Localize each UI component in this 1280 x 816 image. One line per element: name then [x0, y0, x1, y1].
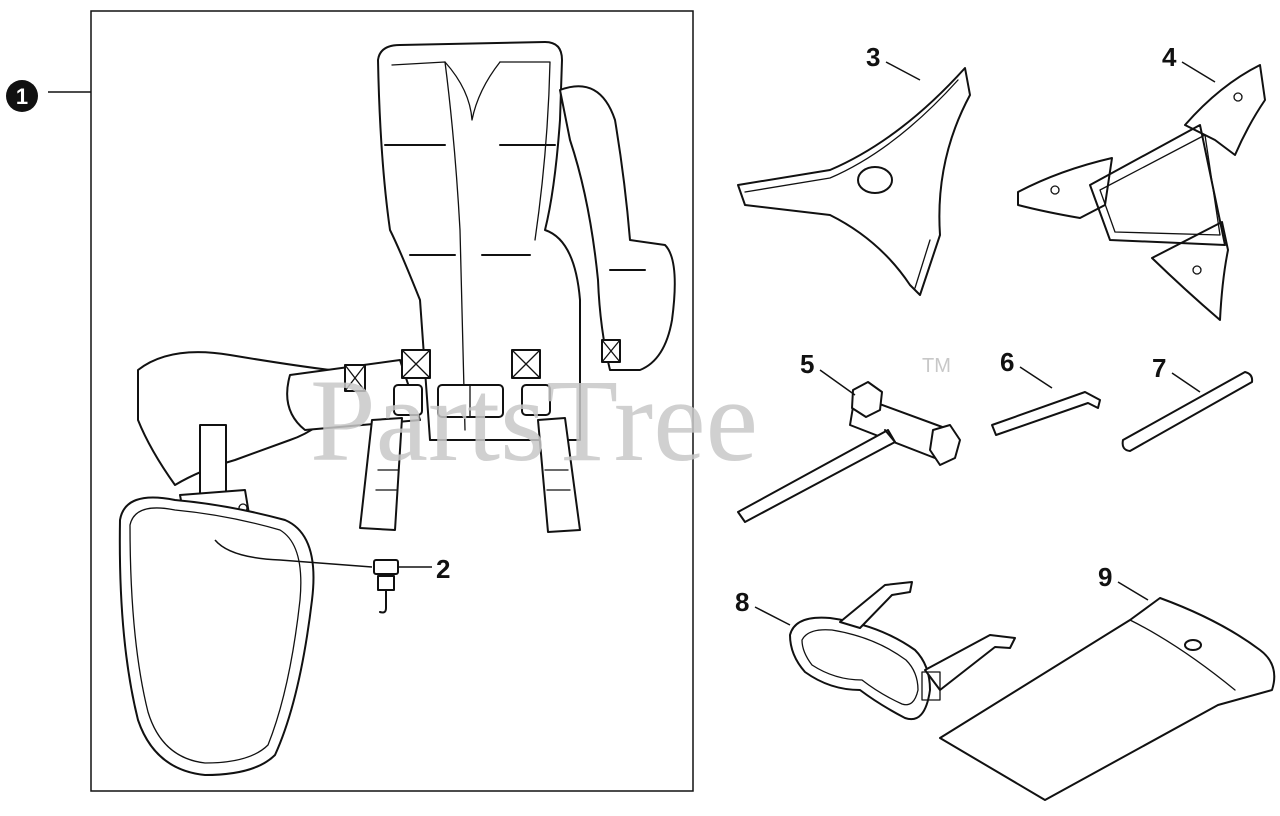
callout-3[interactable]: 3	[866, 42, 921, 81]
watermark-text: PartsTree	[310, 355, 758, 486]
callout-4-label: 4	[1162, 42, 1177, 72]
callout-7-label: 7	[1152, 353, 1166, 383]
callout-assembly-1[interactable]: 1	[6, 80, 91, 112]
callout-4[interactable]: 4	[1162, 42, 1216, 83]
callout-3-label: 3	[866, 42, 880, 72]
goggles-illustration	[789, 581, 1016, 721]
assembly-number: 1	[16, 84, 28, 109]
callout-2[interactable]: 2	[398, 554, 450, 584]
callout-5[interactable]: 5	[800, 349, 856, 396]
callout-2-label: 2	[436, 554, 450, 584]
callout-9-label: 9	[1098, 562, 1112, 592]
callout-8[interactable]: 8	[735, 587, 791, 626]
watermark-trademark: TM	[922, 355, 951, 377]
hex-key-illustration	[991, 391, 1101, 436]
callout-6[interactable]: 6	[1000, 347, 1053, 389]
watermark: PartsTree TM	[310, 355, 951, 486]
rod-illustration	[1121, 371, 1254, 452]
callout-5-label: 5	[800, 349, 814, 379]
callout-7[interactable]: 7	[1152, 353, 1201, 393]
blade-3-tooth-illustration	[737, 67, 971, 296]
assembly-frame	[90, 10, 694, 792]
harness-illustration	[118, 41, 676, 776]
spark-plug-wrench-illustration	[737, 381, 961, 523]
cutter-4-blade-illustration	[1017, 64, 1266, 321]
callout-8-label: 8	[735, 587, 749, 617]
pouch-illustration	[939, 597, 1276, 801]
callout-9[interactable]: 9	[1098, 562, 1149, 601]
callout-6-label: 6	[1000, 347, 1014, 377]
